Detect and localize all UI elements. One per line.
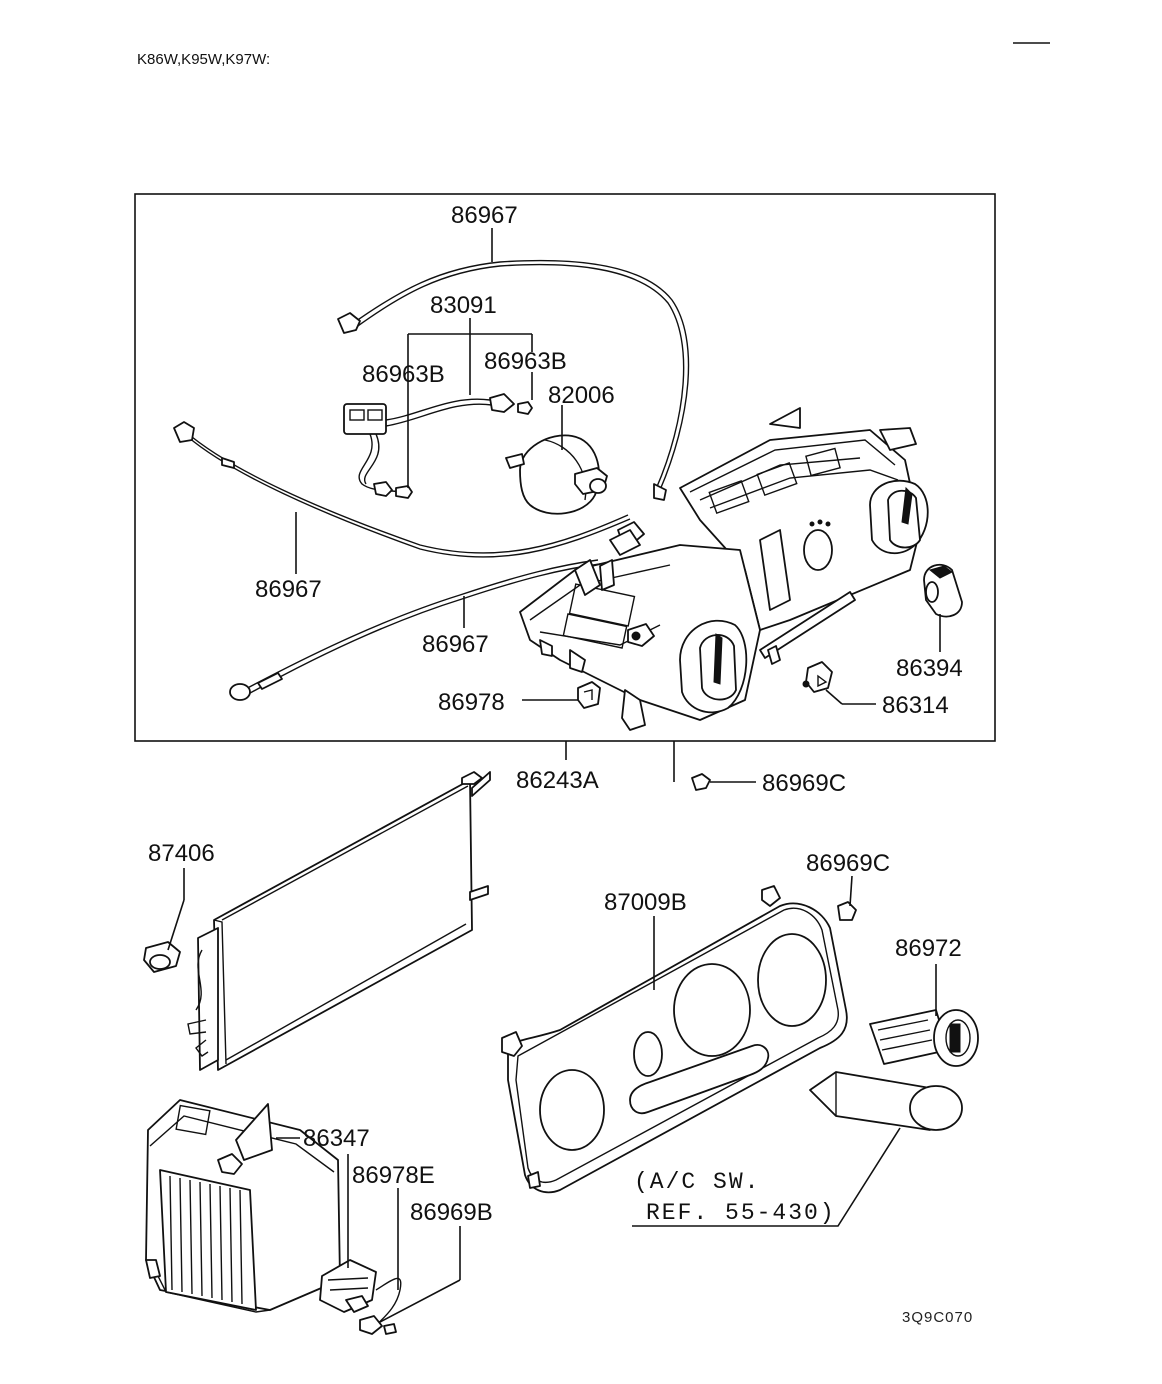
label-86972: 86972 bbox=[895, 935, 962, 962]
knob-86314 bbox=[802, 661, 833, 693]
label-86347: 86347 bbox=[303, 1125, 370, 1152]
heater-unit bbox=[145, 1099, 341, 1313]
label-86967-top: 86967 bbox=[451, 202, 518, 229]
label-86978E: 86978E bbox=[352, 1162, 435, 1189]
screw-86969C-b bbox=[837, 901, 857, 921]
label-86978: 86978 bbox=[438, 689, 505, 716]
label-86314: 86314 bbox=[882, 692, 949, 719]
label-86969C-a: 86969C bbox=[762, 770, 846, 797]
model-codes: K86W,K95W,K97W: bbox=[137, 51, 270, 68]
ac-switch bbox=[809, 1071, 963, 1131]
knob-86394 bbox=[923, 563, 963, 618]
diagram-code: 3Q9C070 bbox=[902, 1309, 973, 1326]
label-86963B-left: 86963B bbox=[362, 361, 445, 388]
assembly-frame bbox=[134, 193, 996, 742]
bezel-87009B bbox=[501, 885, 848, 1194]
bracket-86969B bbox=[359, 1277, 402, 1335]
label-86969C-b: 86969C bbox=[806, 850, 890, 877]
label-86243A: 86243A bbox=[516, 767, 599, 794]
screw-86969C-a bbox=[691, 773, 711, 791]
blower-switch bbox=[505, 434, 608, 515]
label-87406: 87406 bbox=[148, 840, 215, 867]
condenser-core bbox=[187, 771, 491, 1071]
control-head-body bbox=[519, 407, 929, 731]
note-line-2: REF. 55-430) bbox=[646, 1200, 836, 1226]
label-86967-mid: 86967 bbox=[422, 631, 489, 658]
note-line-1: (A/C SW. bbox=[634, 1169, 760, 1195]
label-86963B-right: 86963B bbox=[484, 348, 567, 375]
label-82006: 82006 bbox=[548, 382, 615, 409]
label-87009B: 87009B bbox=[604, 889, 687, 916]
label-86969B: 86969B bbox=[410, 1199, 493, 1226]
resistor-86978E bbox=[319, 1259, 377, 1313]
label-83091: 83091 bbox=[430, 292, 497, 319]
label-86394: 86394 bbox=[896, 655, 963, 682]
sensor-87406 bbox=[143, 941, 181, 973]
leader-lines bbox=[167, 228, 941, 1323]
control-cable-lower bbox=[229, 559, 601, 701]
wire-harness bbox=[343, 393, 533, 499]
clip-86978 bbox=[577, 681, 601, 709]
label-86967-left: 86967 bbox=[255, 576, 322, 603]
control-cable-top bbox=[337, 259, 690, 501]
knob-86972 bbox=[869, 1009, 979, 1067]
